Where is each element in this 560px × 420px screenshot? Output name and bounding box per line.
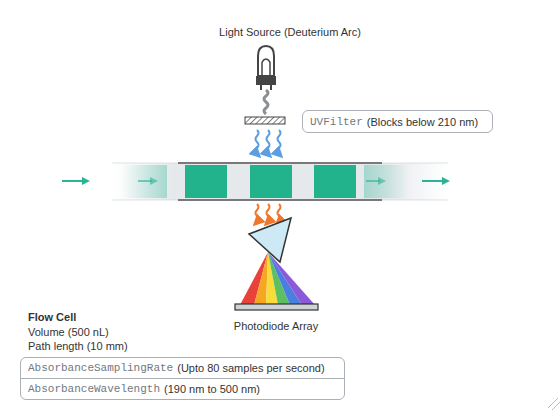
flow-cell — [112, 163, 448, 200]
uv-filter — [245, 117, 285, 124]
property-note: (Upto 80 samples per second) — [177, 362, 324, 374]
prism — [249, 218, 291, 262]
property-note: (Blocks below 210 nm) — [367, 116, 478, 128]
section-heading: Flow Cell — [28, 311, 76, 323]
transmitted-light — [256, 204, 281, 222]
photodiode-array — [235, 304, 318, 310]
uv-light — [256, 130, 281, 154]
property-row: AbsorbanceSamplingRate (Upto 80 samples p… — [20, 357, 345, 379]
property-name: AbsorbanceSamplingRate — [28, 362, 173, 374]
flow-arrow — [62, 177, 450, 185]
spec-note: Path length (10 mm) — [28, 340, 128, 352]
property-note: (190 nm to 500 nm) — [164, 383, 260, 395]
part-label: Photodiode Array — [234, 320, 318, 332]
filter-box: UVFilter (Blocks below 210 nm) — [302, 110, 493, 133]
property-name: AbsorbanceWavelength — [28, 383, 160, 395]
property-row: AbsorbanceWavelength (190 nm to 500 nm) — [20, 378, 345, 400]
spec-note: Volume (500 nL) — [28, 326, 109, 338]
resize-mark — [548, 398, 560, 410]
property-name: UVFilter — [310, 116, 363, 128]
source-label: Light Source (Deuterium Arc) — [219, 26, 361, 38]
lamp-icon — [256, 46, 276, 114]
